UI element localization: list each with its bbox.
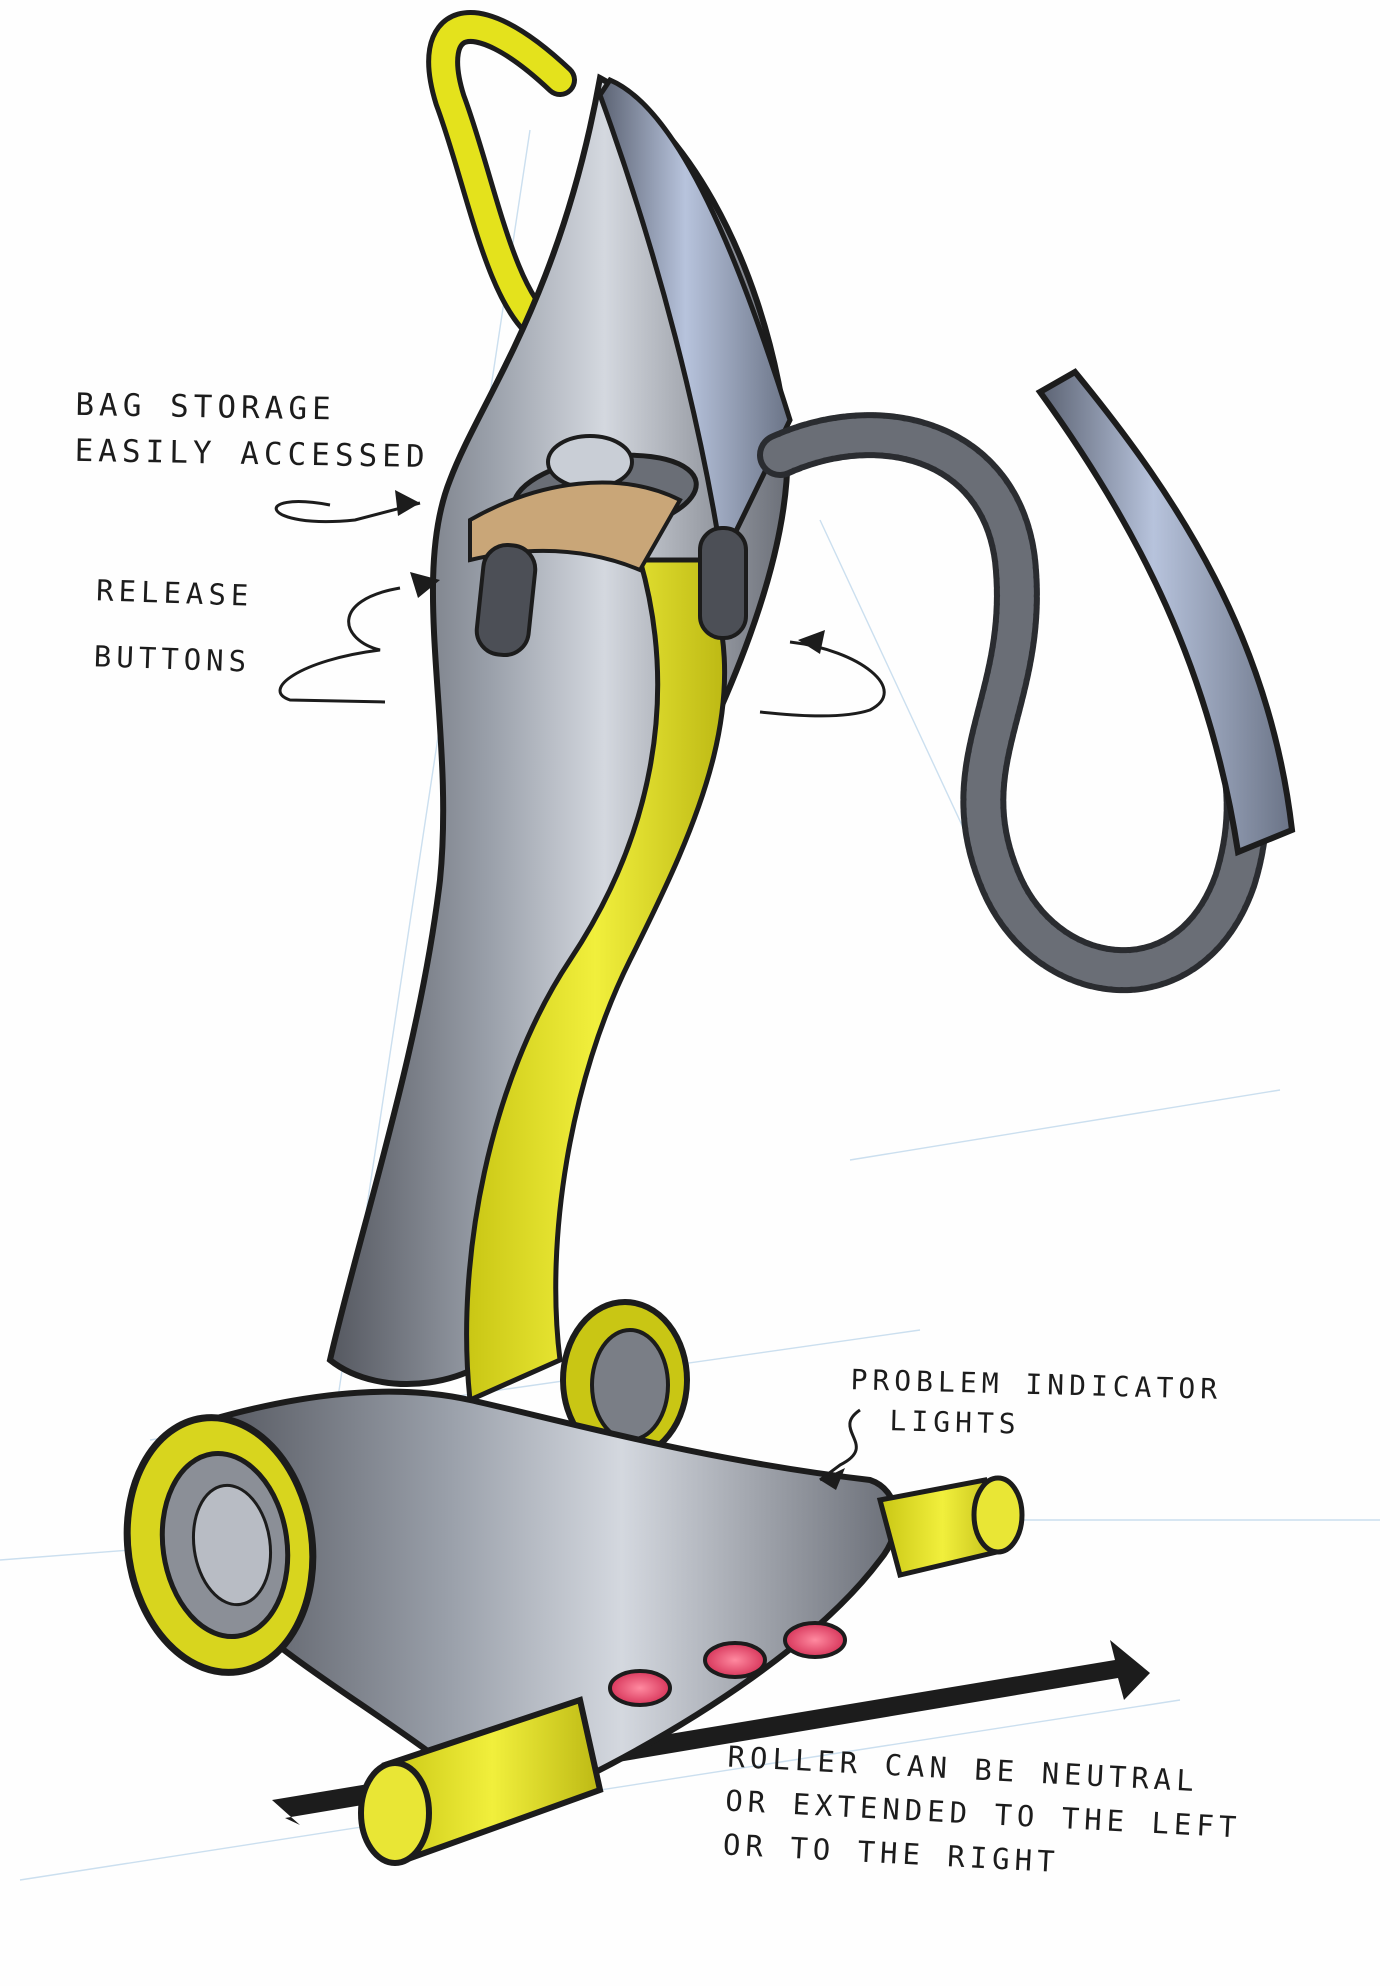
roller-note: Roller can be neutral or extended to the… [722,1735,1245,1894]
release-buttons-line-2: Buttons [93,639,252,679]
leader-arrowheads [395,490,845,1490]
indicator-lights [608,1621,847,1707]
indicator-light-3 [783,1621,847,1659]
release-buttons-line-1: Release [95,573,254,613]
indicator-lights-note: Problem indicator lights [849,1360,1223,1450]
wand-tube [1035,368,1296,857]
indicator-light-2 [703,1641,767,1679]
bag-storage-line-2: easily accessed [74,432,430,476]
bag-storage-note: Bag storage easily accessed [74,382,431,480]
release-buttons-note: Release Buttons [93,557,255,694]
bag-storage-line-1: Bag storage [75,386,337,428]
indicator-light-1 [608,1669,672,1707]
release-button-right [698,526,748,640]
release-button-left [474,542,538,658]
leader-lines [274,500,886,1482]
